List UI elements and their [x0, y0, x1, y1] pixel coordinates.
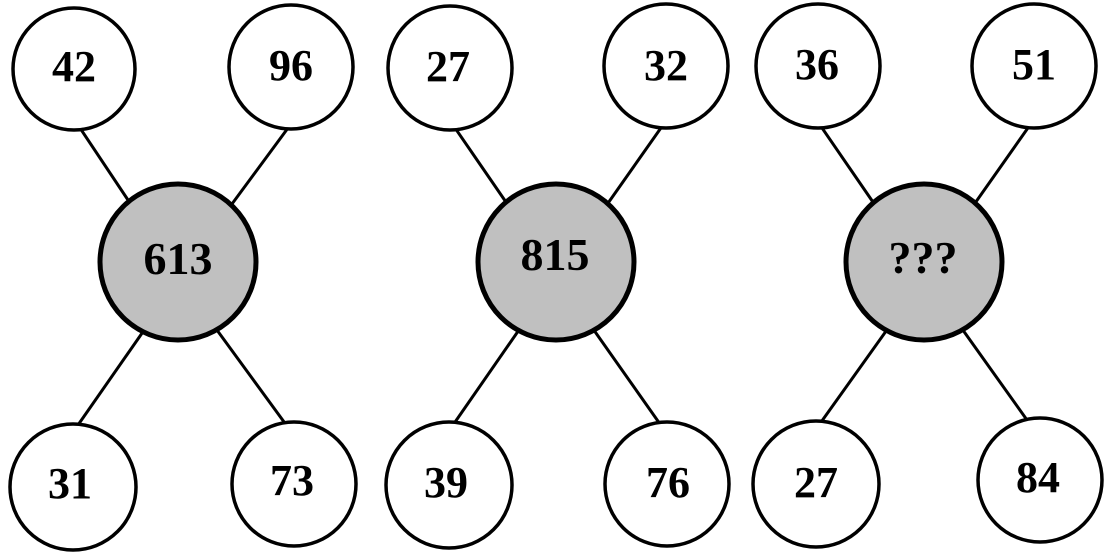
node-value: 73 [270, 456, 314, 505]
node-value: 42 [52, 42, 96, 91]
outer-node-bottom-right: 76 [603, 420, 731, 548]
outer-node-bottom-left: 27 [751, 419, 881, 549]
outer-node-circle [976, 416, 1104, 544]
outer-node-bottom-right: 73 [230, 420, 358, 548]
connector-line [818, 124, 877, 206]
center-node: 613 [97, 181, 259, 343]
center-node-circle [843, 181, 1005, 343]
center-node-circle [97, 181, 259, 343]
node-value: 31 [48, 459, 92, 508]
puzzle-group-2: 27 32 815 39 76 [384, 2, 731, 550]
node-value: 84 [1016, 453, 1060, 502]
center-value: ??? [889, 232, 958, 283]
node-value: 36 [795, 40, 839, 89]
outer-node-circle [970, 2, 1098, 130]
outer-node-circle [227, 3, 355, 131]
node-value: 39 [424, 458, 468, 507]
outer-node-top-right: 51 [970, 2, 1098, 130]
outer-node-circle [751, 419, 881, 549]
outer-node-circle [602, 2, 730, 130]
outer-node-top-left: 42 [11, 6, 137, 132]
connector-line [212, 325, 289, 427]
outer-node-circle [603, 420, 731, 548]
outer-node-top-right: 96 [227, 3, 355, 131]
outer-node-top-right: 32 [602, 2, 730, 130]
connector-line [817, 326, 891, 426]
puzzle-group-3: 36 51 ??? 27 84 [751, 2, 1104, 549]
outer-node-circle [386, 4, 514, 132]
outer-node-top-left: 36 [754, 2, 882, 130]
connector-line [589, 325, 662, 425]
outer-node-circle [384, 420, 514, 550]
connector-line [958, 325, 1029, 421]
node-value: 32 [644, 41, 688, 90]
node-value: 27 [426, 42, 470, 91]
outer-node-bottom-left: 39 [384, 420, 514, 550]
center-node-circle [475, 181, 637, 343]
center-value: 613 [144, 233, 213, 284]
connector-line [76, 124, 132, 204]
center-node: ??? [843, 181, 1005, 343]
outer-node-circle [8, 422, 138, 552]
outer-node-circle [230, 420, 358, 548]
connector-line [971, 124, 1032, 207]
node-value: 51 [1012, 40, 1056, 89]
connector-line [604, 124, 665, 207]
center-node: 815 [475, 181, 637, 343]
node-value: 27 [794, 458, 838, 507]
node-value: 76 [646, 458, 690, 507]
outer-node-circle [11, 6, 137, 132]
outer-node-circle [754, 2, 882, 130]
puzzle-group-1: 42 96 613 31 73 [8, 3, 358, 552]
connector-line [227, 127, 290, 209]
connector-line [451, 124, 510, 206]
connector-line [76, 325, 149, 426]
outer-node-bottom-left: 31 [8, 422, 138, 552]
outer-node-bottom-right: 84 [976, 416, 1104, 544]
outer-node-top-left: 27 [386, 4, 514, 132]
connector-line [451, 326, 523, 426]
center-value: 815 [521, 229, 590, 280]
node-value: 96 [269, 41, 313, 90]
